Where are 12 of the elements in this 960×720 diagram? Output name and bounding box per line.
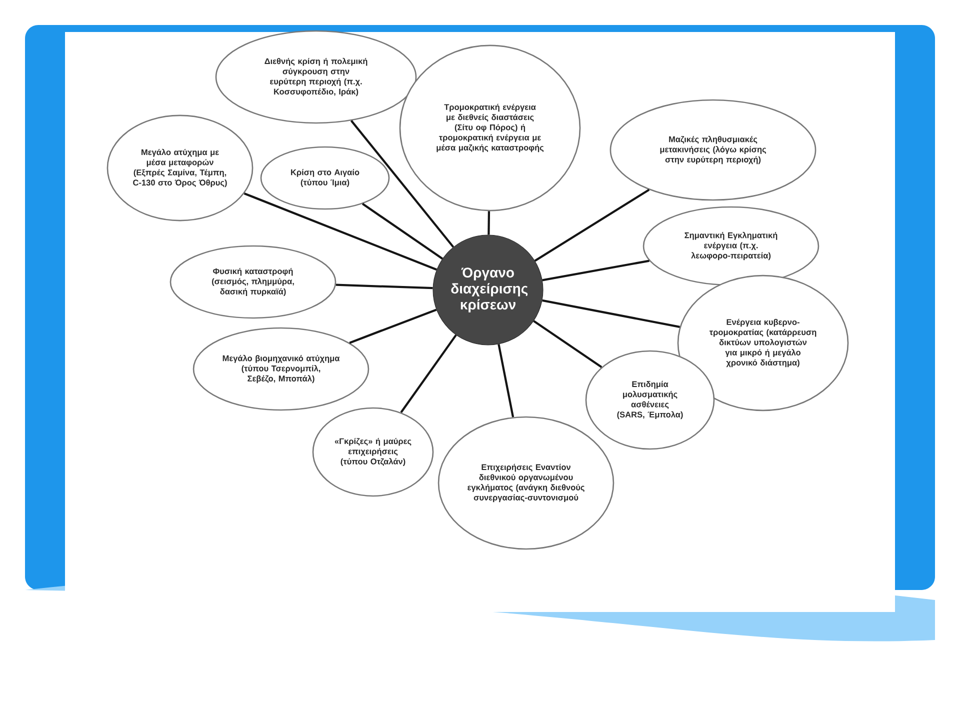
- connector-line: [542, 260, 650, 282]
- connector-line: [362, 202, 444, 260]
- connector-line: [349, 308, 437, 344]
- connector-line: [534, 188, 650, 262]
- connector-line: [244, 192, 438, 271]
- connector-line: [400, 334, 457, 414]
- connector-line: [488, 211, 490, 235]
- connector-line: [350, 120, 454, 248]
- connector-line: [336, 284, 433, 290]
- connector-line: [533, 320, 602, 368]
- connector-line: [542, 299, 680, 328]
- connector-line: [498, 344, 514, 418]
